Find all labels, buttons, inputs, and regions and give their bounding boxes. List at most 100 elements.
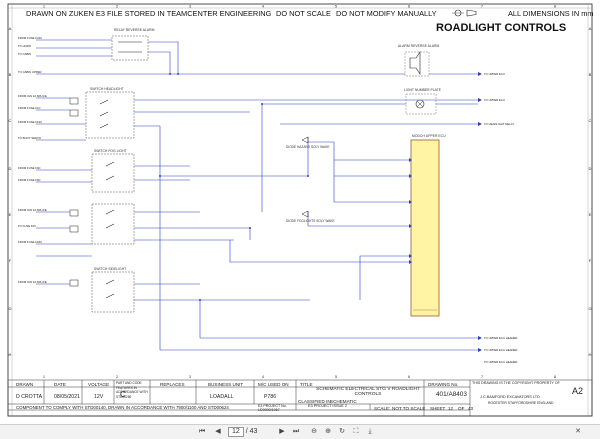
close-viewer-icon[interactable]: ✕ — [575, 428, 581, 435]
left-signal-label: FROM FUSE F19C — [18, 120, 42, 124]
diode-foglight: DIODE FOGLIGHTS SOLY WAKE — [286, 210, 335, 223]
tb-drawing-no: 401/A8403 — [436, 391, 467, 398]
page-indicator: 12 / 43 — [228, 427, 258, 437]
reverse-alarm-relay: RELAY REVERSE ALARM — [111, 28, 155, 61]
column-label-bottom-3: 3 — [189, 375, 191, 379]
tb-date: 08/05/2021 — [54, 394, 80, 400]
last-page-icon[interactable]: ⏭ — [292, 428, 300, 435]
ecu-label: MODCH UPPER ECU — [412, 134, 446, 138]
switch-headlight-label: SWITCH HEADLIGHT — [90, 87, 124, 91]
banner-drawn-on: DRAWN ON ZUKEN E3 — [26, 9, 105, 18]
left-signal-label: TO CABIN — [18, 52, 31, 56]
column-label-8: 8 — [554, 4, 556, 8]
tb-header-replaces: REPLACES — [160, 382, 185, 387]
tb-sheet: SHEET — [430, 406, 446, 411]
diagram-title: ROADLIGHT CONTROLS — [436, 22, 567, 34]
switch-foglight-label: SWITCH FOG LIGHT — [94, 149, 127, 153]
left-signal-label: FROM IGN 2A SPLICE — [18, 208, 47, 212]
alarm-device-label: ALARM REVERSE ALARM — [398, 44, 439, 48]
column-label-bottom-6: 6 — [408, 375, 410, 379]
column-label-1: 1 — [43, 4, 45, 8]
tb-classified: CLASSIFIED IN — [298, 399, 331, 404]
left-signal-label: FROM FUSE F18C — [18, 240, 42, 244]
row-label-D: D — [9, 166, 12, 171]
first-page-icon[interactable]: ⏮ — [198, 428, 206, 435]
diode-hazard-label: DIODE HAZARD SOLY WAKE — [286, 145, 329, 149]
row-label-right-A: A — [589, 26, 592, 31]
column-label-4: 4 — [262, 4, 264, 8]
download-icon[interactable]: ⤓ — [368, 428, 372, 435]
column-label-bottom-5: 5 — [335, 375, 337, 379]
column-label-7: 7 — [481, 4, 483, 8]
left-signal-label: FROM IGN 2A SPLICE — [18, 94, 47, 98]
column-label-2: 2 — [116, 4, 118, 8]
foglight-switch: SWITCH FOG LIGHT — [91, 149, 135, 193]
tb-e3-project-issue: E3 PROJECT ISSUE 2 — [308, 404, 347, 408]
banner-do-not-scale: DO NOT SCALE — [276, 9, 331, 18]
diode-hazard: DIODE HAZARD SOLY WAKE — [286, 136, 329, 149]
viewer-toolbar: ⏮ ◀ 12 / 43 ▶ ⏭ ⊖ ⊕ ↻ ⛶ ⤓ ✕ — [0, 424, 600, 439]
sheet-border — [7, 3, 593, 417]
tb-code: C — [120, 390, 126, 399]
tb-header-voltage: VOLTAGE — [88, 382, 110, 387]
title-block: DRAWN DATE VOLTAGE PART AND CODE FEATURE… — [8, 380, 592, 416]
right-signal-label: TO UPPER ECU — [484, 72, 505, 76]
tb-comply: COMPONENT TO COMPLY WITH STD00140, DRAWN… — [16, 405, 229, 410]
tb-of: OF — [458, 406, 465, 411]
left-signal-label: TO FUSE F2C — [18, 224, 36, 228]
tb-business-unit: LOADALL — [210, 394, 234, 400]
left-signal-label: FROM FUSE F1C — [18, 106, 41, 110]
sidelight-switch-2: SWITCH SIDELIGHT — [69, 267, 135, 313]
wire-terminals — [478, 72, 482, 352]
tb-header-code: PART AND CODE FEATURES IN ACCORDANCE WIT… — [116, 381, 148, 399]
row-label-right-G: G — [588, 306, 591, 311]
page-total: 43 — [249, 428, 258, 435]
column-label-bottom-4: 4 — [262, 375, 264, 379]
page-separator: / — [245, 428, 248, 435]
left-signal-label: TO HORN — [18, 44, 31, 48]
tb-size: A2 — [572, 386, 584, 396]
title-block-grid — [7, 379, 593, 417]
column-label-bottom-2: 2 — [116, 375, 118, 379]
rotate-icon[interactable]: ↻ — [339, 428, 345, 435]
column-label-5: 5 — [335, 4, 337, 8]
zoom-out-icon[interactable]: ⊖ — [311, 428, 317, 435]
right-signal-label: TO HEADLIGHT RELAY — [484, 122, 514, 126]
zoom-in-icon[interactable]: ⊕ — [325, 428, 331, 435]
drawing-sheet: DRAWN ON ZUKEN E3 FILE STORED IN TEAMCEN… — [0, 3, 600, 417]
tb-header-business-unit: BUSINESS UNIT — [208, 382, 244, 387]
wiring — [36, 39, 478, 351]
tb-scale-value: NOT TO SCALE — [392, 406, 426, 411]
switch-sidelight-label: SWITCH SIDELIGHT — [94, 267, 126, 271]
column-label-bottom-7: 7 — [481, 375, 483, 379]
banner-dimensions: ALL DIMENSIONS IN mm — [508, 9, 594, 18]
tb-mc-used: P786 — [264, 394, 277, 400]
left-signal-label: TO CABIN UPPER — [18, 70, 42, 74]
tb-classified-value: SCHEMATIC — [330, 399, 357, 404]
tb-header-title: TITLE — [300, 382, 313, 387]
ecu-pins — [409, 158, 412, 264]
tb-voltage: 12V — [94, 394, 104, 400]
left-signal-label: FROM IGN 2A SPLICE — [18, 280, 47, 284]
sidelight-switch-1 — [69, 203, 135, 245]
row-label-G: G — [8, 306, 11, 311]
tb-sheet-total: 43 — [468, 406, 474, 411]
column-label-bottom-8: 8 — [554, 375, 556, 379]
prev-page-icon[interactable]: ◀ — [215, 428, 221, 435]
next-page-icon[interactable]: ▶ — [279, 428, 285, 435]
fullscreen-icon[interactable]: ⛶ — [353, 428, 359, 435]
right-signal-label: TO UPPER ECU HEADER — [484, 360, 517, 364]
column-label-bottom-1: 1 — [43, 375, 45, 379]
tb-company: J.C.BAMFORD EXCAVATORS LTD — [480, 395, 540, 399]
row-label-A: A — [9, 26, 12, 31]
tb-header-mc-used: M/C USED ON — [258, 382, 289, 387]
page-number-input[interactable]: 12 — [228, 427, 244, 437]
tb-e3-project-no: E3 PROJECT No. LD0000/1067 — [258, 404, 287, 413]
sheet-banner: DRAWN ON ZUKEN E3 FILE STORED IN TEAMCEN… — [0, 9, 600, 21]
projection-symbol — [452, 9, 477, 17]
